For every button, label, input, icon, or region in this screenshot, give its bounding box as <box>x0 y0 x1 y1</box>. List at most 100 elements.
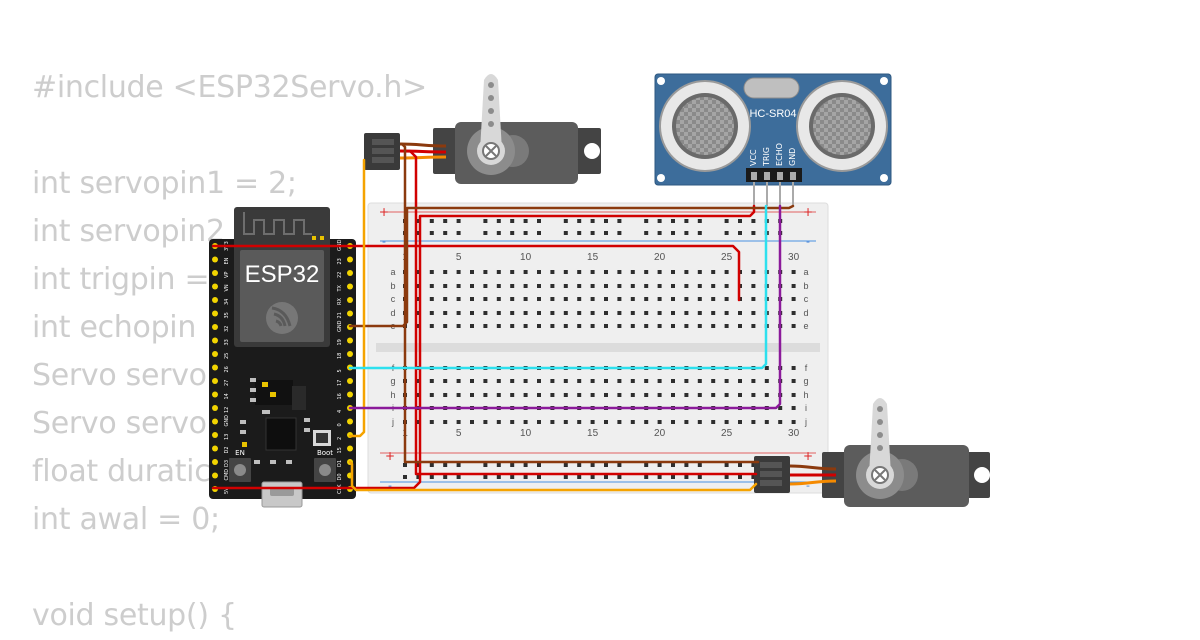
rail-hole[interactable] <box>537 475 541 479</box>
breadboard-hole[interactable] <box>791 406 796 410</box>
breadboard-hole[interactable] <box>671 393 675 397</box>
breadboard-hole[interactable] <box>671 270 675 274</box>
breadboard-hole[interactable] <box>671 379 675 383</box>
breadboard-hole[interactable] <box>470 270 474 274</box>
breadboard-hole[interactable] <box>617 324 622 328</box>
rail-hole[interactable] <box>537 463 541 467</box>
breadboard-hole[interactable] <box>483 270 488 274</box>
breadboard-hole[interactable] <box>470 393 474 397</box>
rail-hole[interactable] <box>738 463 742 467</box>
breadboard-hole[interactable] <box>537 324 541 328</box>
breadboard-hole[interactable] <box>657 297 662 301</box>
breadboard-hole[interactable] <box>483 379 488 383</box>
breadboard-hole[interactable] <box>697 297 702 301</box>
breadboard-hole[interactable] <box>470 379 474 383</box>
breadboard-hole[interactable] <box>684 324 689 328</box>
breadboard-hole[interactable] <box>590 379 595 383</box>
rail-hole[interactable] <box>617 231 622 235</box>
breadboard-hole[interactable] <box>751 270 756 274</box>
breadboard-hole[interactable] <box>791 297 796 301</box>
breadboard-hole[interactable] <box>671 297 675 301</box>
esp32-pin-right[interactable] <box>347 351 353 357</box>
breadboard-hole[interactable] <box>577 393 582 397</box>
breadboard-hole[interactable] <box>416 379 421 383</box>
breadboard-hole[interactable] <box>443 311 448 315</box>
breadboard-hole[interactable] <box>416 284 421 288</box>
breadboard-hole[interactable] <box>644 270 649 274</box>
breadboard-hole[interactable] <box>523 379 528 383</box>
esp32-pin-right[interactable] <box>347 445 353 452</box>
breadboard-hole[interactable] <box>751 311 756 315</box>
breadboard-hole[interactable] <box>684 284 689 288</box>
breadboard-hole[interactable] <box>537 393 541 397</box>
breadboard-hole[interactable] <box>697 379 702 383</box>
breadboard-hole[interactable] <box>671 420 675 424</box>
breadboard-hole[interactable] <box>644 393 649 397</box>
breadboard-hole[interactable] <box>697 311 702 315</box>
rail-hole[interactable] <box>684 463 689 467</box>
esp32-pin-left[interactable] <box>212 351 218 357</box>
wire-cyan-trig[interactable] <box>348 204 768 370</box>
breadboard-hole[interactable] <box>764 366 769 370</box>
rail-hole[interactable] <box>617 219 622 223</box>
breadboard-hole[interactable] <box>483 311 488 315</box>
rail-hole[interactable] <box>604 219 608 223</box>
breadboard-hole[interactable] <box>738 420 742 424</box>
breadboard-hole[interactable] <box>657 324 662 328</box>
rail-hole[interactable] <box>724 463 729 467</box>
rail-hole[interactable] <box>671 463 675 467</box>
breadboard-hole[interactable] <box>590 311 595 315</box>
rail-hole[interactable] <box>537 231 541 235</box>
breadboard-hole[interactable] <box>456 379 461 383</box>
rail-hole[interactable] <box>510 475 515 479</box>
breadboard-hole[interactable] <box>644 324 649 328</box>
breadboard-hole[interactable] <box>630 284 635 288</box>
breadboard-hole[interactable] <box>563 324 568 328</box>
breadboard-hole[interactable] <box>590 420 595 424</box>
breadboard-hole[interactable] <box>416 297 421 301</box>
rail-hole[interactable] <box>523 219 528 223</box>
esp32-pin-left[interactable] <box>212 310 218 317</box>
rail-hole[interactable] <box>537 219 541 223</box>
breadboard-hole[interactable] <box>791 270 796 274</box>
breadboard-hole[interactable] <box>483 297 488 301</box>
breadboard-hole[interactable] <box>510 324 515 328</box>
rail-hole[interactable] <box>644 475 649 479</box>
breadboard-hole[interactable] <box>496 284 501 288</box>
breadboard-hole[interactable] <box>456 420 461 424</box>
rail-hole[interactable] <box>751 231 756 235</box>
rail-hole[interactable] <box>724 475 729 479</box>
breadboard-hole[interactable] <box>751 420 756 424</box>
breadboard-hole[interactable] <box>416 324 421 328</box>
wire-red-servo1[interactable] <box>403 149 758 476</box>
breadboard-hole[interactable] <box>563 297 568 301</box>
rail-hole[interactable] <box>604 475 608 479</box>
rail-hole[interactable] <box>523 463 528 467</box>
breadboard-hole[interactable] <box>604 379 608 383</box>
rail-hole[interactable] <box>671 231 675 235</box>
breadboard-hole[interactable] <box>510 270 515 274</box>
esp32-pin-left[interactable] <box>212 364 218 371</box>
breadboard-hole[interactable] <box>563 420 568 424</box>
breadboard-hole[interactable] <box>630 297 635 301</box>
breadboard-hole[interactable] <box>630 393 635 397</box>
breadboard-hole[interactable] <box>604 284 608 288</box>
breadboard-hole[interactable] <box>443 393 448 397</box>
rail-hole[interactable] <box>523 231 528 235</box>
breadboard-hole[interactable] <box>563 311 568 315</box>
breadboard-hole[interactable] <box>604 311 608 315</box>
breadboard-hole[interactable] <box>563 379 568 383</box>
breadboard-hole[interactable] <box>630 420 635 424</box>
rail-hole[interactable] <box>577 231 582 235</box>
breadboard-hole[interactable] <box>671 324 675 328</box>
breadboard-hole[interactable] <box>711 324 716 328</box>
rail-hole[interactable] <box>738 219 742 223</box>
breadboard-hole[interactable] <box>416 420 421 424</box>
rail-hole[interactable] <box>563 463 568 467</box>
rail-hole[interactable] <box>483 231 488 235</box>
breadboard-hole[interactable] <box>590 270 595 274</box>
rail-hole[interactable] <box>590 463 595 467</box>
breadboard-hole[interactable] <box>791 379 796 383</box>
esp32-pin-right[interactable] <box>347 418 353 425</box>
